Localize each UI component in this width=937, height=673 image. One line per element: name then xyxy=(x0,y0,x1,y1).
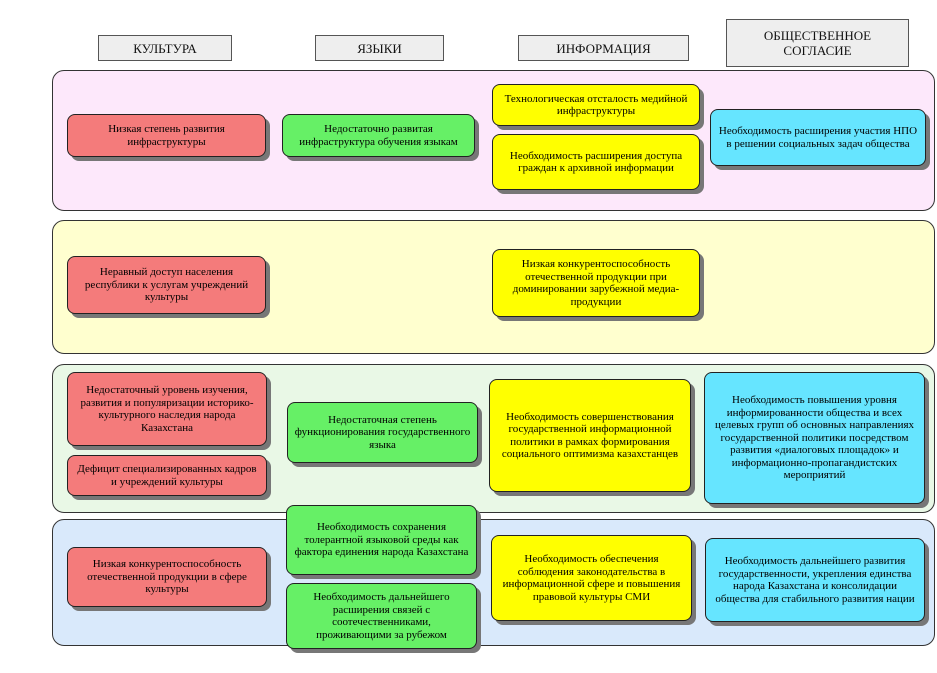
box-info-state-policy: Необходимость совершенствования государс… xyxy=(489,379,691,492)
box-culture-low-infrastructure: Низкая степень развития инфраструктуры xyxy=(67,114,266,157)
box-info-tech-backwardness: Технологическая отсталость медийной инфр… xyxy=(492,84,700,126)
box-accord-ngo-participation: Необходимость расширения участия НПО в р… xyxy=(710,109,926,166)
box-accord-statehood: Необходимость дальнейшего развития госуд… xyxy=(705,538,925,622)
header-languages: ЯЗЫКИ xyxy=(315,35,444,61)
box-culture-heritage: Недостаточный уровень изучения, развития… xyxy=(67,372,267,446)
box-info-archive-access: Необходимость расширения доступа граждан… xyxy=(492,134,700,190)
box-info-legislation: Необходимость обеспечения соблюдения зак… xyxy=(491,535,692,621)
header-information: ИНФОРМАЦИЯ xyxy=(518,35,689,61)
box-info-low-competitiveness: Низкая конкурентоспособность отечественн… xyxy=(492,249,700,317)
box-lang-state-language: Недостаточная степень функционирования г… xyxy=(287,402,478,463)
header-public-accord: ОБЩЕСТВЕННОЕ СОГЛАСИЕ xyxy=(726,19,909,67)
header-culture: КУЛЬТУРА xyxy=(98,35,232,61)
box-culture-unequal-access: Неравный доступ населения республики к у… xyxy=(67,256,266,314)
box-culture-competitiveness: Низкая конкурентоспособность отечественн… xyxy=(67,547,267,607)
box-lang-tolerant-environment: Необходимость сохранения толерантной язы… xyxy=(286,505,477,575)
box-lang-weak-infrastructure: Недостаточно развитая инфраструктура обу… xyxy=(282,114,475,157)
box-culture-staff-deficit: Дефицит специализированных кадров и учре… xyxy=(67,455,267,496)
box-lang-compatriots: Необходимость дальнейшего расширения свя… xyxy=(286,583,477,649)
box-accord-public-awareness: Необходимость повышения уровня информиро… xyxy=(704,372,925,504)
